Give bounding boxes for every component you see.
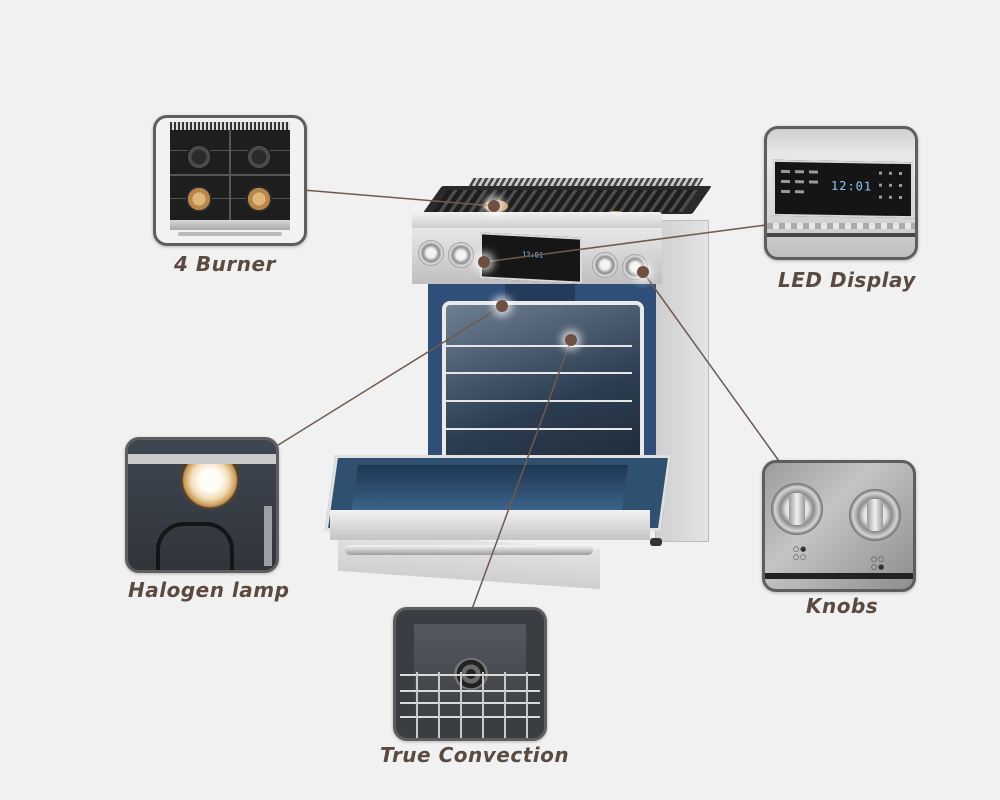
marker-convection [565, 334, 577, 346]
burner-icon [246, 186, 272, 212]
label-halogen-lamp: Halogen lamp [128, 578, 290, 602]
range-led-display: 12:01 [480, 232, 582, 284]
burner-icon [246, 144, 272, 170]
marker-lamp [496, 300, 508, 312]
vent-strip [170, 122, 290, 130]
thumb-halogen-lamp [125, 437, 279, 573]
thumb-led-display: 12:01 [764, 126, 918, 260]
burner-icon [186, 144, 212, 170]
oven-vent [505, 284, 575, 302]
thumb-true-convection [393, 607, 547, 741]
oven-rack [446, 372, 632, 374]
display-time: 12:01 [831, 178, 873, 194]
oven-door-handle [345, 545, 593, 555]
lamp-icon [180, 464, 240, 510]
range-display-time: 12:01 [522, 250, 544, 260]
burner-icon [186, 186, 212, 212]
thumb-knobs: ○●○○ ○○○● [762, 460, 916, 592]
label-true-convection: True Convection [380, 743, 570, 767]
oven-rack [446, 428, 632, 430]
knob-icon [849, 489, 901, 541]
display-panel: 12:01 [773, 159, 913, 219]
range-foot [650, 538, 662, 546]
label-led-display: LED Display [778, 268, 916, 292]
range-grates [432, 190, 698, 212]
oven-door-glass [351, 465, 629, 510]
label-4-burner: 4 Burner [174, 252, 276, 276]
thumb-4-burner [153, 115, 307, 246]
marker-burner [488, 200, 500, 212]
oven-rack [446, 345, 632, 347]
oven-rack [446, 400, 632, 402]
grate-icon [170, 130, 290, 220]
range-knob [592, 252, 618, 278]
range-knob [448, 242, 474, 268]
marker-knobs [637, 266, 649, 278]
oven-cavity [442, 301, 644, 474]
range-knob [418, 240, 444, 266]
marker-led [478, 256, 490, 268]
knob-icon [771, 483, 823, 535]
label-knobs: Knobs [806, 594, 879, 618]
oven-door-trim [330, 510, 650, 540]
